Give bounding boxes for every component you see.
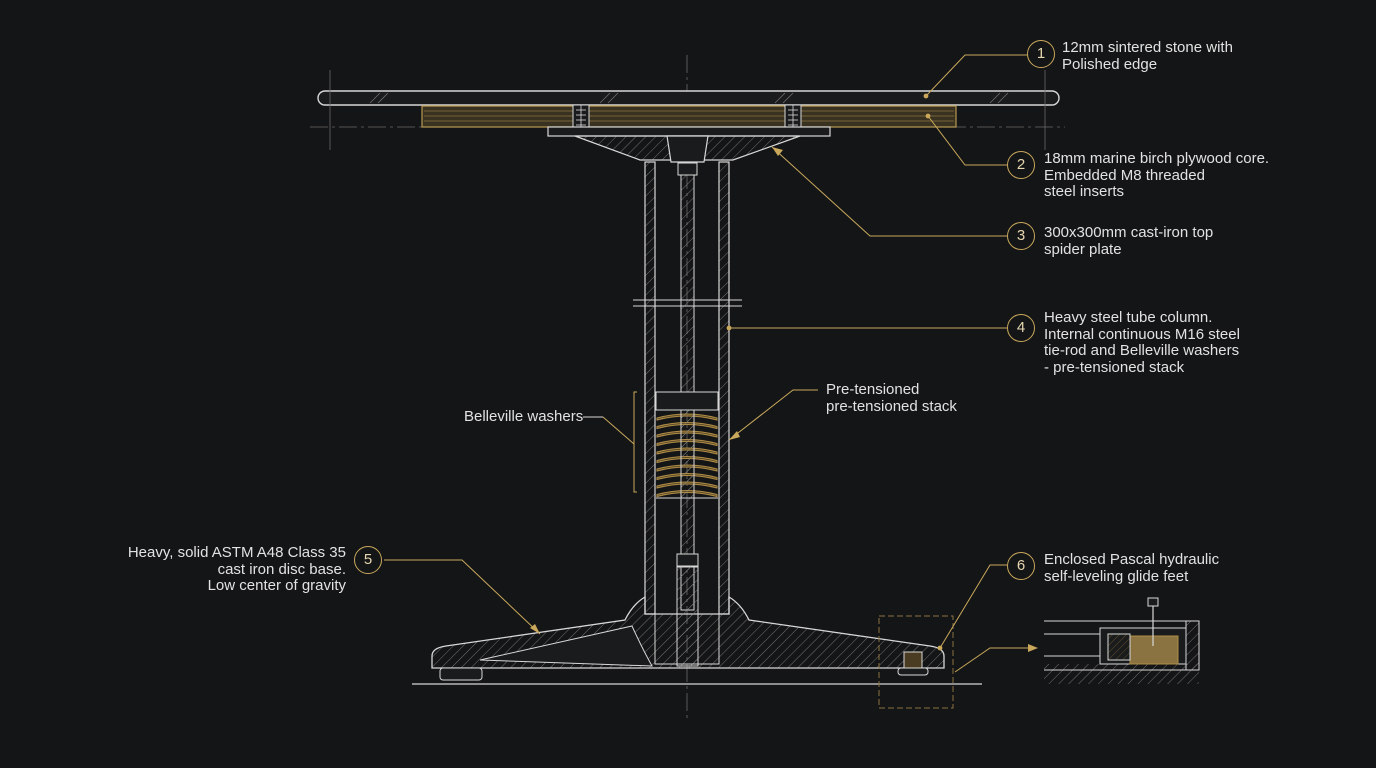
leader-3	[771, 146, 1007, 237]
callout-label-4: Heavy steel tube column. Internal contin…	[1044, 309, 1240, 376]
belleville-label: Belleville washers	[464, 408, 584, 425]
rod-anchor	[676, 565, 699, 667]
belleville-washer	[656, 473, 718, 481]
callout-label-3: 300x300mm cast-iron top spider plate	[1044, 224, 1214, 258]
tie-rod-top-nut	[677, 162, 698, 176]
callout-label-5: Heavy, solid ASTM A48 Class 35 cast iron…	[127, 544, 346, 594]
glide-foot	[897, 651, 929, 676]
tie-rod-bottom-nut	[676, 553, 699, 568]
column-wall-left	[644, 161, 656, 615]
leader-detail	[954, 647, 1034, 673]
hydraulic-fluid-chamber	[1129, 635, 1179, 665]
callout-badge-3: 3	[1007, 222, 1035, 250]
spider-plate-flange	[547, 126, 831, 137]
callout-label-2: 18mm marine birch plywood core. Embedded…	[1044, 150, 1270, 200]
cast-iron-base	[412, 565, 982, 709]
leader-6	[939, 564, 1007, 649]
leader-1	[925, 54, 1027, 97]
belleville-washer	[656, 481, 718, 489]
base-foot-left	[439, 667, 483, 681]
belleville-washer	[656, 464, 718, 472]
belleville-washer	[656, 430, 718, 438]
leader-2	[927, 115, 1007, 166]
pretension-label: Pre-tensioned pre-tensioned stack	[826, 381, 957, 415]
tie-rod-through-washers	[680, 409, 695, 499]
callout-badge-2: 2	[1007, 151, 1035, 179]
belleville-washer	[656, 490, 718, 498]
callout-badge-6: 6	[1007, 552, 1035, 580]
belleville-washer	[656, 447, 718, 455]
leader-5	[384, 559, 541, 635]
belleville-washer	[656, 456, 718, 464]
belleville-washer	[656, 413, 718, 421]
callout-badge-1: 1	[1027, 40, 1055, 68]
callout-badge-4: 4	[1007, 314, 1035, 342]
spider-plate	[547, 126, 831, 163]
callout-label-1: 12mm sintered stone with Polished edge	[1062, 39, 1233, 73]
callout-badge-5: 5	[354, 546, 382, 574]
leader-lines	[384, 54, 1038, 673]
plywood-panel	[421, 105, 957, 128]
glide-foot-detail-frame	[878, 615, 954, 709]
belleville-washer	[656, 422, 718, 430]
callout-label-6: Enclosed Pascal hydraulic self-leveling …	[1044, 551, 1220, 585]
belleville-bracket	[583, 391, 637, 493]
steel-column	[633, 161, 742, 615]
sintered-stone-top	[317, 70, 1060, 150]
column-wall-right	[718, 161, 730, 615]
spider-plate-hub	[666, 135, 709, 163]
belleville-washer-stack	[655, 391, 719, 568]
leader-pretension	[728, 389, 818, 441]
tie-rod	[680, 169, 695, 611]
hydraulic-foot-detail	[1044, 597, 1200, 684]
base-cavity	[479, 625, 653, 667]
belleville-washer	[656, 439, 718, 447]
stone-slab	[317, 90, 1060, 106]
